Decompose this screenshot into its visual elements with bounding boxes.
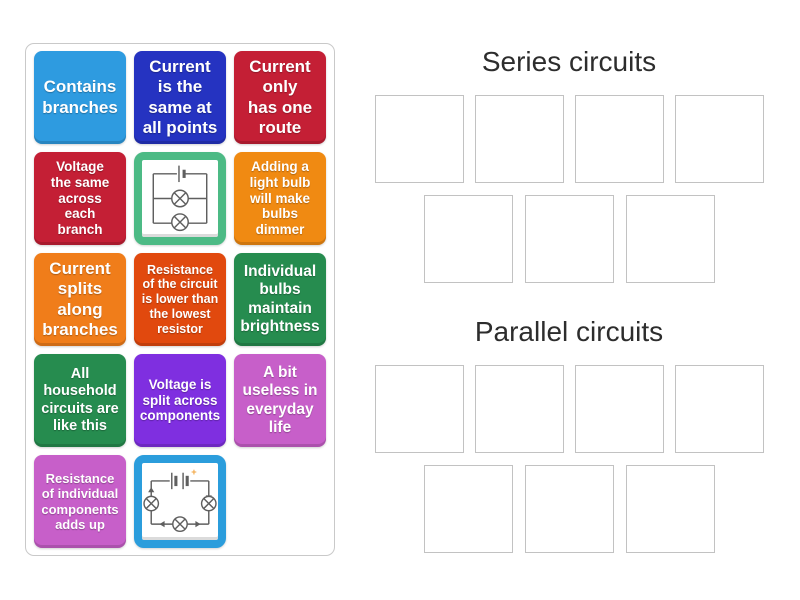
parallel-circuit-icon: [152, 165, 208, 232]
drop-slot-parallel-1[interactable]: [374, 365, 464, 453]
drop-slot-parallel-7[interactable]: [625, 465, 715, 553]
drop-slot-parallel-5[interactable]: [423, 465, 513, 553]
tile-voltage-is-split[interactable]: Voltage is split across components: [134, 354, 226, 447]
drop-slot-series-5[interactable]: [423, 195, 513, 283]
group-title-series: Series circuits: [481, 46, 657, 77]
series-circuit-icon: +: [143, 467, 217, 533]
drop-slot-series-1[interactable]: [374, 95, 464, 183]
tile-all-household-circuits[interactable]: All household circuits are like this: [34, 354, 126, 447]
drop-slot-parallel-2[interactable]: [474, 365, 564, 453]
series-slot-row-bottom: [423, 195, 715, 283]
tile-current-splits-along[interactable]: Current splits along branches: [34, 253, 126, 346]
drop-slot-series-3[interactable]: [574, 95, 664, 183]
tile-adding-a-light[interactable]: Adding a light bulb will make bulbs dimm…: [234, 152, 326, 245]
parallel-circuit-diagram-tile[interactable]: [134, 152, 226, 245]
tile-resistance-of-the[interactable]: Resistance of the circuit is lower than …: [134, 253, 226, 346]
group-title-parallel: Parallel circuits: [474, 316, 664, 347]
parallel-slot-row-top: [374, 365, 764, 453]
tile-a-bit-useless[interactable]: A bit useless in everyday life: [234, 354, 326, 447]
group-parallel: Parallel circuits: [374, 315, 764, 553]
drop-slot-parallel-4[interactable]: [674, 365, 764, 453]
drop-slot-series-7[interactable]: [625, 195, 715, 283]
group-series: Series circuits: [374, 45, 764, 283]
drop-slot-parallel-3[interactable]: [574, 365, 664, 453]
series-circuit-diagram-tile[interactable]: +: [134, 455, 226, 548]
tile-resistance-of-individual[interactable]: Resistance of individual components adds…: [34, 455, 126, 548]
tile-contains-branches[interactable]: Contains branches: [34, 51, 126, 144]
drop-slot-parallel-6[interactable]: [524, 465, 614, 553]
tile-individual-bulbs-maintain[interactable]: Individual bulbs maintain brightness: [234, 253, 326, 346]
series-slot-row-top: [374, 95, 764, 183]
drop-slot-series-4[interactable]: [674, 95, 764, 183]
tile-current-only-has[interactable]: Current only has one route: [234, 51, 326, 144]
tile-current-is-the[interactable]: Current is the same at all points: [134, 51, 226, 144]
battery-plus-mark: +: [191, 467, 197, 477]
parallel-slot-row-bottom: [423, 465, 715, 553]
tile-voltage-the-same[interactable]: Voltage the same across each branch: [34, 152, 126, 245]
drop-slot-series-2[interactable]: [474, 95, 564, 183]
drop-slot-series-6[interactable]: [524, 195, 614, 283]
